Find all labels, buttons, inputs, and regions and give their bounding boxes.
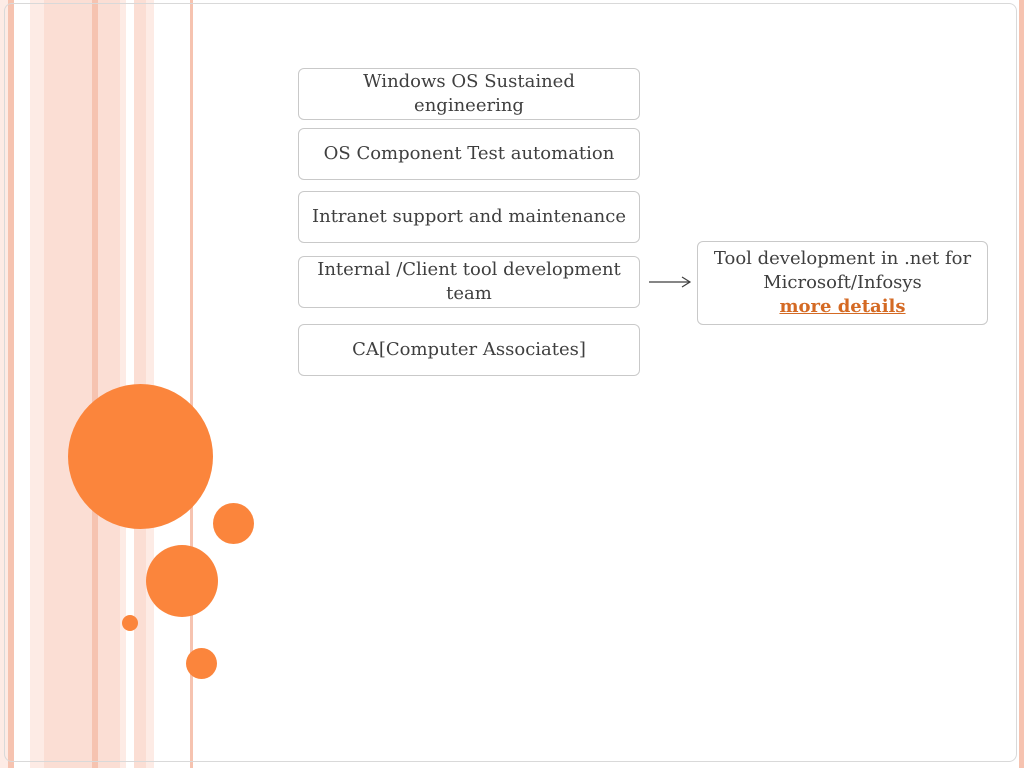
decor-stripe <box>30 0 44 768</box>
decor-circle <box>146 545 218 617</box>
item-label: CA[Computer Associates] <box>352 339 586 360</box>
right-arrow-icon <box>649 276 692 288</box>
decor-stripe <box>8 0 14 768</box>
decor-stripe <box>92 0 98 768</box>
decor-circle <box>68 384 213 529</box>
decor-stripe <box>98 0 120 768</box>
item-label: Intranet support and maintenance <box>312 206 626 227</box>
item-box-ca: CA[Computer Associates] <box>298 324 640 376</box>
decor-stripe <box>44 0 92 768</box>
decor-circle <box>213 503 254 544</box>
item-box-os-component: OS Component Test automation <box>298 128 640 180</box>
item-box-windows-os: Windows OS Sustained engineering <box>298 68 640 120</box>
item-label: OS Component Test automation <box>323 143 615 164</box>
slide-frame <box>4 3 1017 762</box>
more-details-link[interactable]: more details <box>779 296 906 317</box>
detail-box: Tool development in .net for Microsoft/I… <box>697 241 988 325</box>
item-label: Internal /Client tool development team <box>317 259 621 304</box>
item-box-intranet: Intranet support and maintenance <box>298 191 640 243</box>
decor-circle <box>186 648 217 679</box>
decor-circle <box>122 615 138 631</box>
detail-text: Tool development in .net for Microsoft/I… <box>713 248 972 293</box>
decor-stripe-right <box>1019 0 1024 768</box>
item-box-internal-client: Internal /Client tool development team <box>298 256 640 308</box>
decor-stripe <box>120 0 126 768</box>
item-label: Windows OS Sustained engineering <box>363 71 575 116</box>
decor-stripe <box>190 0 193 768</box>
